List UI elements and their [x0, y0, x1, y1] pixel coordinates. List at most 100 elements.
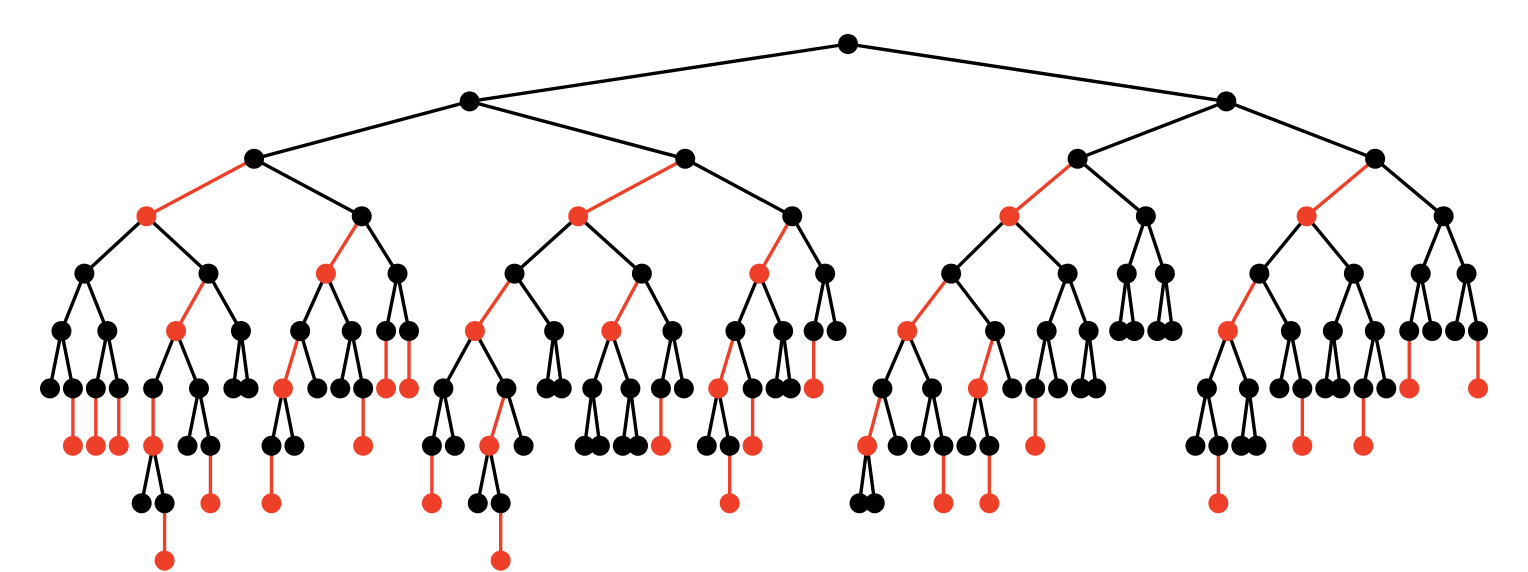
- red-node-94: [897, 321, 918, 341]
- black-node-131: [1208, 435, 1229, 456]
- black-node-19: [154, 493, 175, 514]
- black-node-107: [979, 435, 1000, 456]
- black-edge-63-64: [590, 329, 614, 391]
- black-edge-110-115: [1065, 271, 1091, 333]
- red-node-17: [143, 435, 164, 456]
- red-edge-14-15: [174, 271, 211, 333]
- black-node-7: [62, 378, 83, 399]
- red-node-51: [421, 493, 442, 514]
- red-node-146: [1353, 435, 1374, 456]
- black-node-129: [1196, 378, 1217, 399]
- black-node-122: [1154, 263, 1175, 284]
- black-node-49: [433, 378, 454, 399]
- black-node-70: [662, 321, 683, 341]
- black-node-81: [742, 378, 763, 399]
- red-node-126: [1296, 206, 1317, 227]
- black-edge-48-53: [473, 329, 509, 391]
- red-node-29: [315, 263, 336, 284]
- black-node-116: [1071, 378, 1092, 399]
- red-node-57: [490, 550, 511, 571]
- tree-nodes: [40, 34, 1488, 571]
- red-node-3: [136, 206, 157, 227]
- black-node-45: [675, 148, 696, 169]
- black-node-43: [399, 321, 420, 341]
- red-node-105: [967, 378, 988, 399]
- black-node-2: [244, 148, 265, 169]
- red-node-72: [650, 435, 671, 456]
- red-node-48: [464, 321, 485, 341]
- red-edge-91-92: [1007, 157, 1080, 218]
- black-edge-140-144: [1352, 271, 1377, 333]
- black-edge-0-90: [846, 42, 1229, 104]
- black-node-106: [956, 435, 977, 456]
- red-node-113: [1025, 435, 1046, 456]
- black-node-76: [725, 321, 746, 341]
- black-edge-45-74: [683, 157, 794, 218]
- black-edge-126-127: [1257, 214, 1309, 276]
- black-node-68: [612, 435, 633, 456]
- red-edge-28-29: [324, 214, 364, 276]
- black-edge-75-76: [733, 271, 761, 333]
- black-node-64: [582, 378, 603, 399]
- black-node-71: [650, 378, 671, 399]
- red-node-108: [979, 493, 1000, 514]
- black-node-130: [1185, 435, 1206, 456]
- black-node-58: [513, 435, 534, 456]
- black-node-136: [1280, 321, 1301, 341]
- red-node-13: [108, 435, 129, 456]
- red-node-96: [857, 435, 878, 456]
- black-node-27: [238, 378, 259, 399]
- red-node-75: [749, 263, 770, 284]
- black-node-62: [631, 263, 652, 284]
- black-node-93: [941, 263, 962, 284]
- black-node-41: [376, 321, 397, 341]
- black-node-79: [719, 435, 740, 456]
- black-node-102: [933, 435, 954, 456]
- red-edge-45-46: [576, 157, 687, 218]
- red-node-139: [1292, 435, 1313, 456]
- black-node-118: [1135, 206, 1156, 227]
- black-node-56: [490, 493, 511, 514]
- black-edge-128-129: [1205, 329, 1230, 391]
- black-node-52: [444, 435, 465, 456]
- black-node-137: [1269, 378, 1290, 399]
- black-node-28: [351, 206, 372, 227]
- black-node-23: [200, 435, 221, 456]
- black-node-149: [1410, 263, 1431, 284]
- black-node-26: [223, 378, 244, 399]
- black-node-110: [1057, 263, 1078, 284]
- red-node-20: [154, 550, 175, 571]
- black-edge-92-93: [949, 214, 1012, 276]
- black-edge-148-149: [1419, 214, 1446, 276]
- black-node-66: [589, 435, 610, 456]
- black-edge-15-21: [174, 329, 201, 391]
- red-node-156: [1468, 378, 1488, 399]
- red-node-88: [803, 378, 824, 399]
- black-node-36: [341, 321, 362, 341]
- red-node-63: [601, 321, 622, 341]
- black-node-142: [1315, 378, 1336, 399]
- black-node-119: [1116, 263, 1137, 284]
- black-edge-1-45: [467, 99, 687, 161]
- black-node-16: [143, 378, 164, 399]
- black-node-4: [74, 263, 95, 284]
- black-node-124: [1162, 321, 1183, 341]
- black-node-134: [1231, 435, 1252, 456]
- black-node-91: [1067, 148, 1088, 169]
- black-edge-91-118: [1075, 157, 1148, 218]
- black-node-123: [1147, 321, 1168, 341]
- black-node-133: [1238, 378, 1259, 399]
- black-node-25: [230, 321, 251, 341]
- black-node-141: [1322, 321, 1343, 341]
- black-node-140: [1343, 263, 1364, 284]
- black-node-89: [826, 321, 847, 341]
- black-node-83: [773, 321, 794, 341]
- black-node-9: [97, 321, 118, 341]
- black-edge-118-122: [1144, 214, 1167, 276]
- black-edge-90-125: [1224, 99, 1377, 161]
- black-edge-118-119: [1125, 214, 1148, 276]
- black-node-95: [872, 378, 893, 399]
- red-node-11: [85, 435, 106, 456]
- black-edge-46-47: [512, 214, 580, 276]
- black-node-35: [307, 378, 328, 399]
